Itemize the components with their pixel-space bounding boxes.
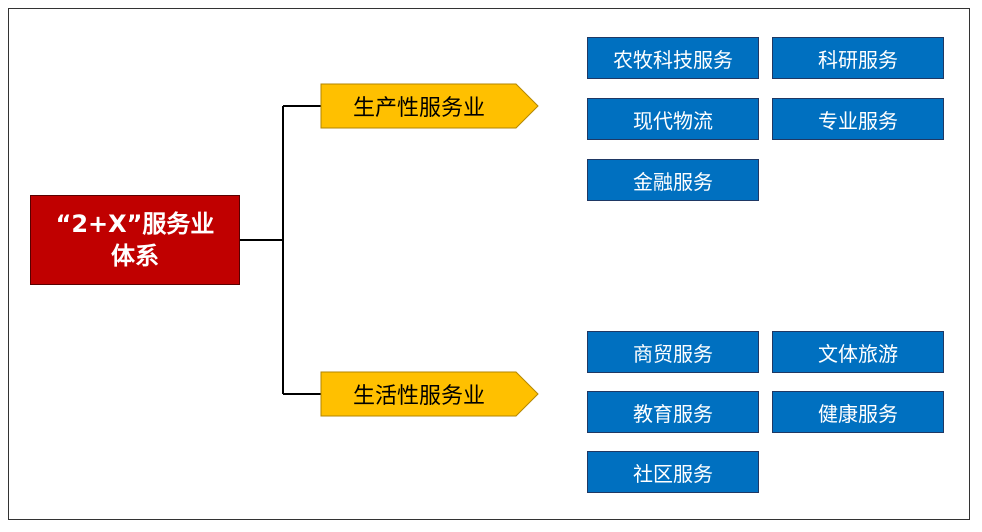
service-item: 金融服务 <box>587 159 759 201</box>
category-arrow-shape <box>320 83 539 129</box>
category-arrow-shape <box>320 371 539 417</box>
service-item: 现代物流 <box>587 98 759 140</box>
category-label: 生产性服务业 <box>352 96 485 121</box>
service-item: 文体旅游 <box>772 331 944 373</box>
service-item: 科研服务 <box>772 37 944 79</box>
root-title-line2: 体系 <box>111 242 159 270</box>
root-title-line1: “2+X”服务业 <box>55 210 215 238</box>
service-item: 农牧科技服务 <box>587 37 759 79</box>
category-productive-services: 生产性服务业 <box>320 83 540 129</box>
service-item: 健康服务 <box>772 391 944 433</box>
category-label: 生活性服务业 <box>352 384 485 409</box>
service-item: 教育服务 <box>587 391 759 433</box>
root-node: “2+X”服务业 体系 <box>30 195 240 285</box>
service-item: 专业服务 <box>772 98 944 140</box>
service-item: 社区服务 <box>587 451 759 493</box>
service-item: 商贸服务 <box>587 331 759 373</box>
category-life-services: 生活性服务业 <box>320 371 540 417</box>
